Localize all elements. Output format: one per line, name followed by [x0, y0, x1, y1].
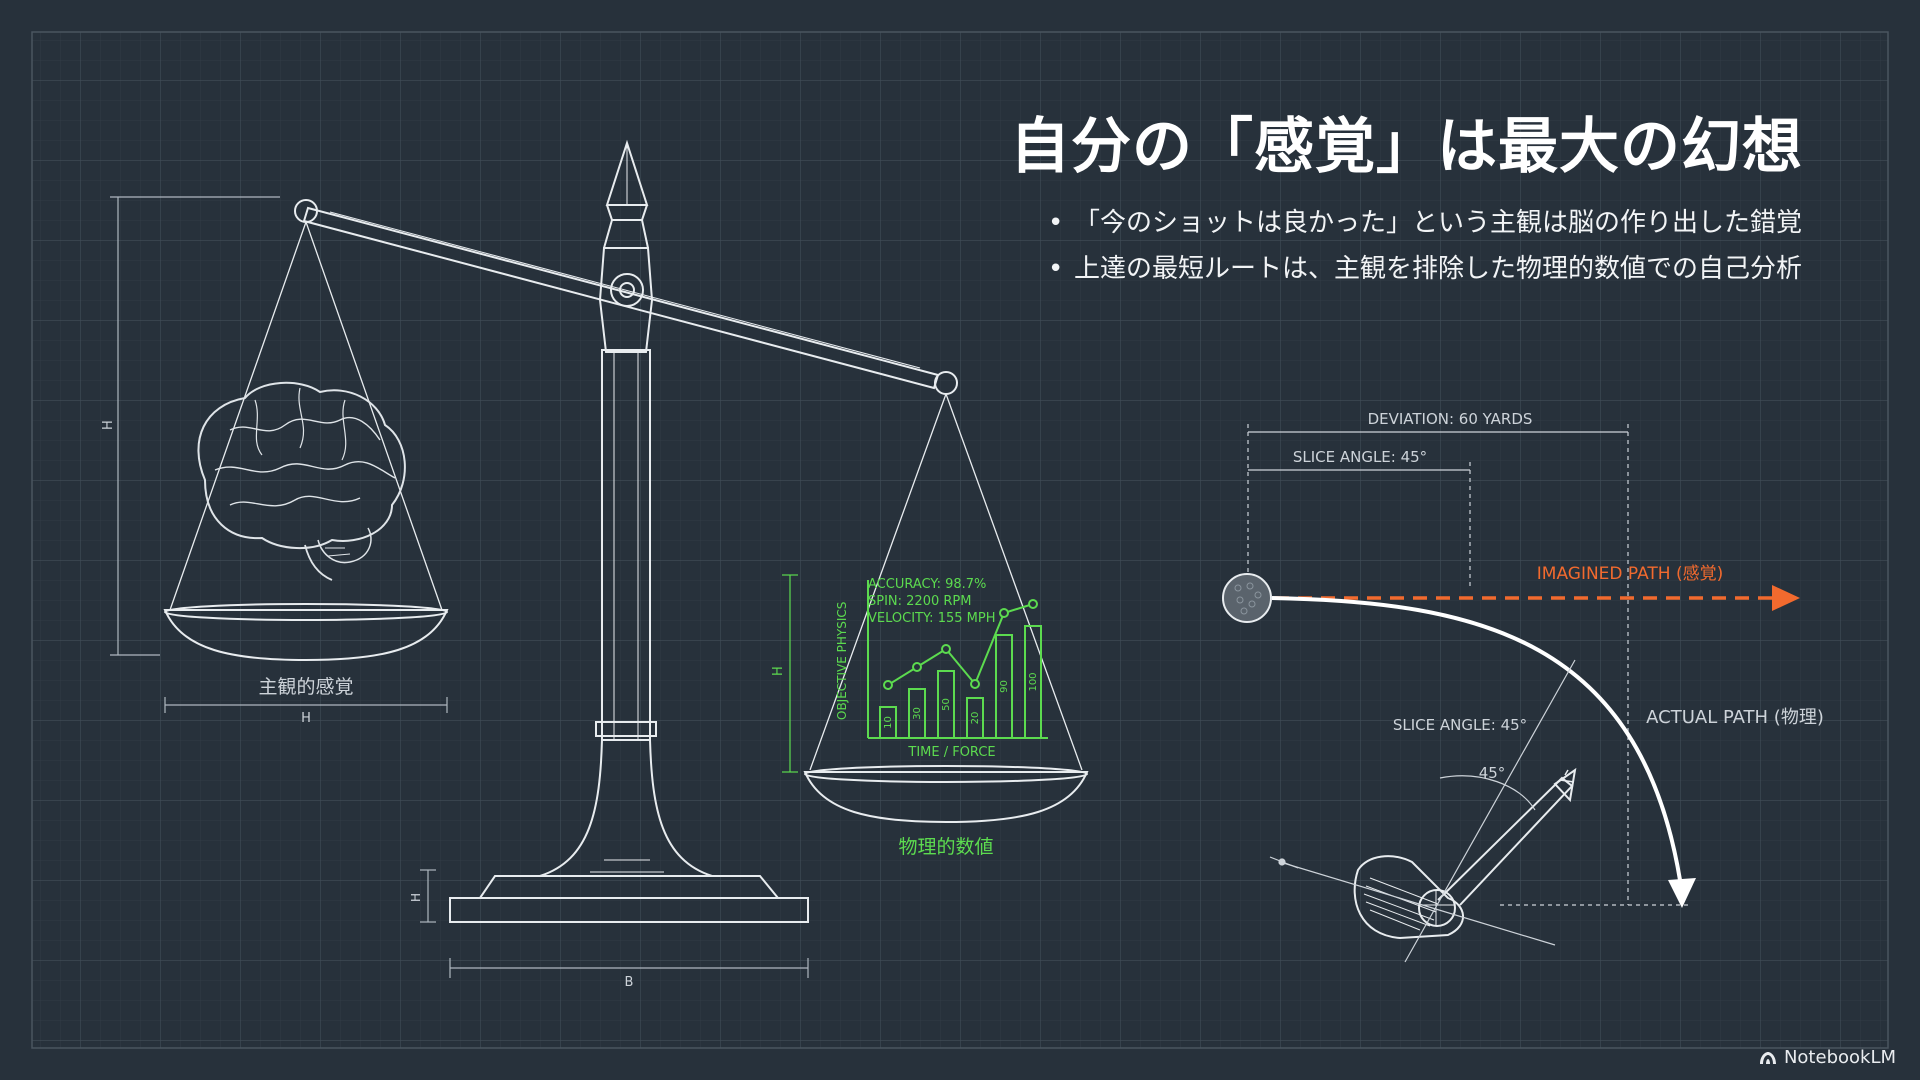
chart-dim-h: H [771, 666, 786, 676]
right-pan [803, 771, 1089, 824]
notebooklm-brand: NotebookLM [1758, 1047, 1896, 1068]
golf-ball [1222, 573, 1272, 623]
imagined-path-arrow [1772, 585, 1800, 611]
chart-point [912, 662, 922, 672]
left-pan-label: 主観的感覚 [258, 676, 353, 698]
left-pan [163, 609, 449, 662]
chart-metric-spin: SPIN: 2200 RPM [868, 594, 971, 609]
chart-metric-velocity: VELOCITY: 155 MPH [868, 611, 995, 626]
chart-bar [937, 670, 955, 739]
chart-point [941, 644, 951, 654]
chart-bar [995, 634, 1013, 739]
chart-bar [879, 706, 897, 739]
scale-column [601, 349, 651, 741]
club-ball [1418, 889, 1456, 927]
dim-h-bottom: H [301, 711, 311, 726]
imagined-path-label: IMAGINED PATH (感覚) [1537, 564, 1723, 584]
balance-scale [163, 139, 1089, 923]
chart-point [970, 679, 980, 689]
actual-path-label: ACTUAL PATH (物理) [1646, 707, 1824, 728]
slide-bullets: 「今のショットは良かった」という主観は脳の作り出した錯覚 上達の最短ルートは、主… [1048, 200, 1802, 292]
scale-base-bottom [449, 897, 809, 923]
chart-point [883, 680, 893, 690]
chart-bar-label: 10 [883, 716, 894, 729]
chart-y-label: OBJECTIVE PHYSICS [835, 602, 849, 720]
brain-drawing [197, 381, 406, 581]
chart-metric-accuracy: ACCURACY: 98.7% [868, 577, 986, 592]
scale-dimension-lines [110, 196, 809, 978]
chart-bar [908, 688, 926, 739]
chart-x-label: TIME / FORCE [907, 745, 995, 760]
actual-path-arrow [1668, 878, 1696, 908]
deviation-label: DEVIATION: 60 YARDS [1368, 410, 1533, 428]
chart-bar-label: 100 [1028, 672, 1039, 691]
actual-path-curve [1271, 596, 1682, 881]
chart-point [999, 608, 1009, 618]
bullet-item: 上達の最短ルートは、主観を排除した物理的数値での自己分析 [1048, 246, 1802, 292]
bullet-item: 「今のショットは良かった」という主観は脳の作り出した錯覚 [1048, 200, 1802, 246]
slice-angle-top-label: SLICE ANGLE: 45° [1293, 448, 1427, 466]
notebooklm-logo-icon [1759, 1051, 1776, 1064]
chart-bar [1024, 625, 1042, 739]
dim-h-left: H [101, 420, 116, 430]
physics-chart: 10 30 50 20 90 100 ACCURACY: 98.7% SPIN: 2200… [771, 574, 1048, 773]
right-pan-label: 物理的数値 [898, 836, 993, 858]
dim-b-base: B [625, 975, 634, 990]
golf-diagram: DEVIATION: 60 YARDS SLICE ANGLE: 45° IMA… [1222, 410, 1824, 963]
chart-bar [966, 697, 984, 739]
slice-angle-club-label: SLICE ANGLE: 45° [1393, 716, 1527, 734]
chart-bar-label: 30 [912, 707, 923, 720]
chart-bar-label: 90 [999, 680, 1010, 693]
chart-bar-label: 50 [941, 698, 952, 711]
scale-beam [302, 206, 940, 390]
chart-point [1028, 599, 1038, 609]
angle-value-label: 45° [1479, 764, 1506, 782]
chart-bar-label: 20 [970, 712, 981, 725]
dim-h-base: H [409, 893, 423, 902]
club-head [1353, 855, 1464, 940]
brand-name: NotebookLM [1783, 1047, 1896, 1068]
slide-title: 自分の「感覚」は最大の幻想 [1010, 112, 1803, 182]
